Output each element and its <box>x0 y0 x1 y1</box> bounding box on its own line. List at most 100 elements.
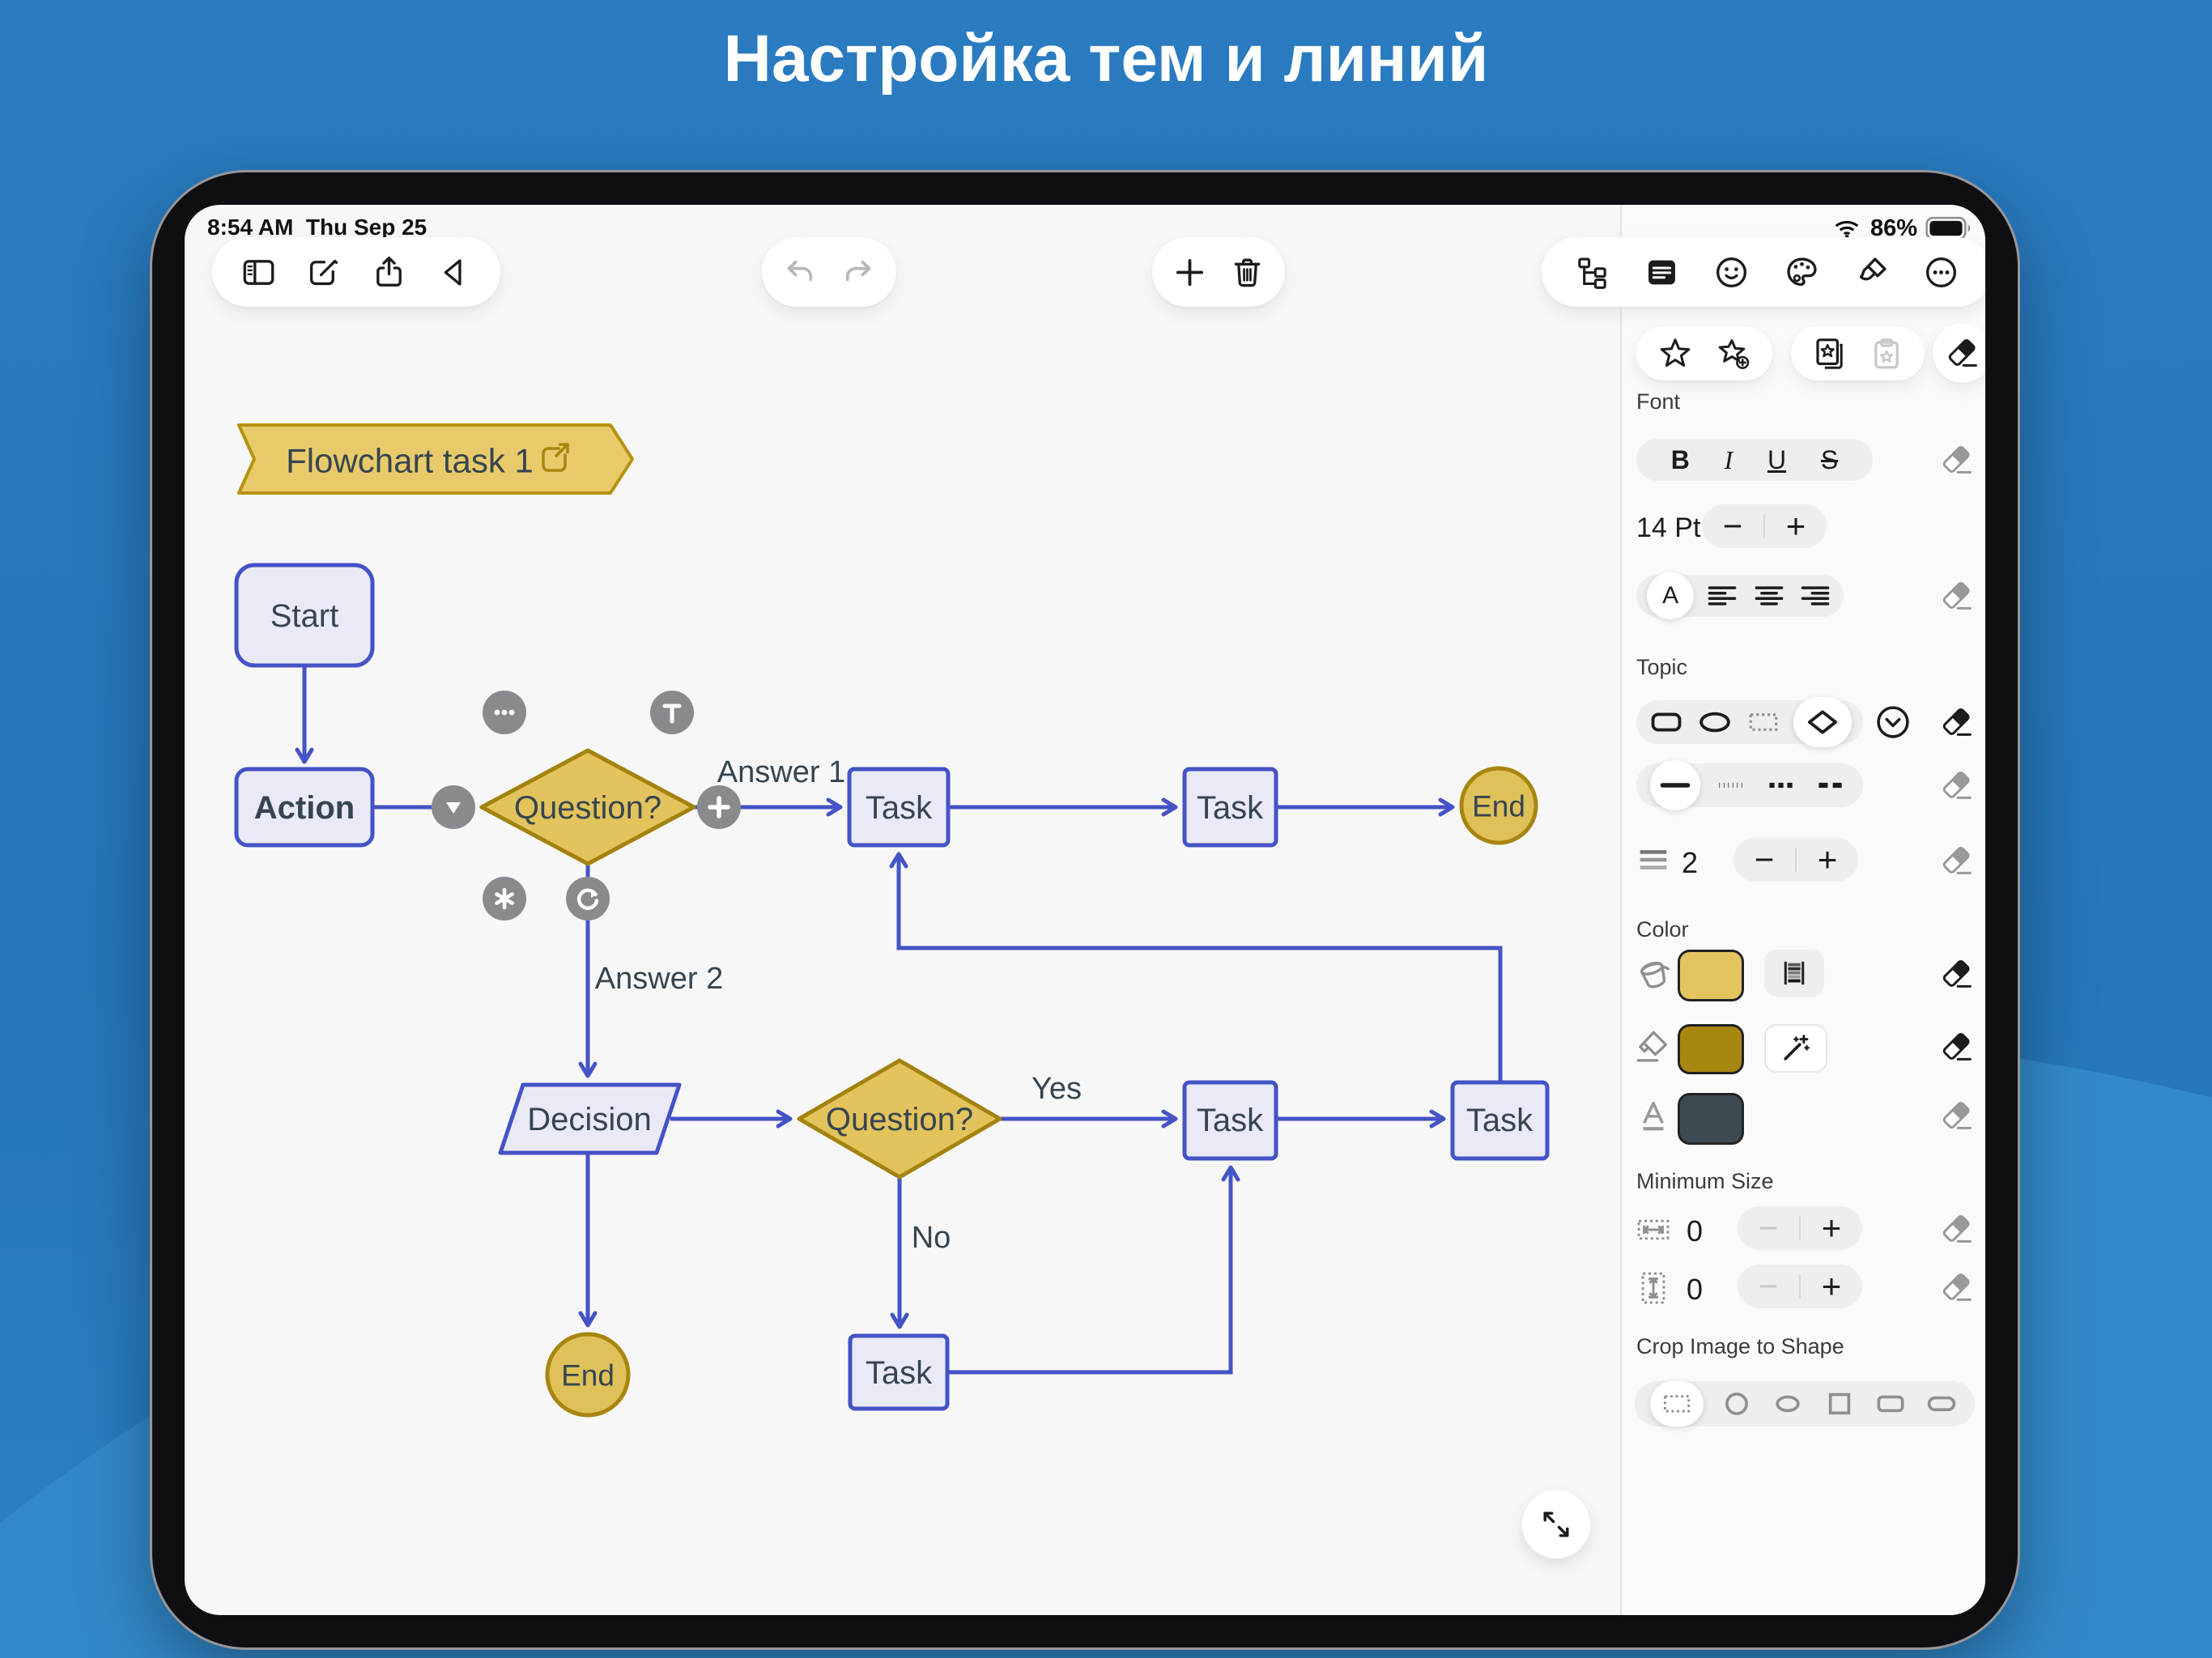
clear-line-width-button[interactable] <box>1938 841 1976 880</box>
fill-color-swatch[interactable] <box>1678 950 1744 1001</box>
clear-line-style-button[interactable] <box>1938 766 1976 805</box>
min-width-plus-button[interactable]: + <box>1821 1209 1842 1247</box>
nav-toolbar <box>212 237 500 307</box>
clear-align-button[interactable] <box>1938 576 1976 615</box>
node-decision[interactable] <box>498 1082 682 1155</box>
align-left-icon[interactable] <box>1704 578 1740 614</box>
align-right-icon[interactable] <box>1797 578 1833 614</box>
clear-style-button[interactable] <box>1933 323 1985 383</box>
node-task1-label: Task <box>866 790 933 826</box>
badge-rotate[interactable] <box>566 877 610 920</box>
eraser-icon <box>1943 334 1982 372</box>
shape-diamond-icon <box>1804 704 1841 741</box>
crop-section-label: Crop Image to Shape <box>1636 1334 1844 1358</box>
copy-paste-style-group <box>1791 326 1925 380</box>
badge-asterisk[interactable] <box>483 877 526 920</box>
node-question1-label: Question? <box>514 790 661 826</box>
line-width-icon <box>1635 841 1672 878</box>
fill-gradient-button[interactable] <box>1764 950 1824 997</box>
line-solid-icon <box>1657 767 1693 803</box>
node-task2-label: Task <box>1197 790 1264 826</box>
topic-section-label: Topic <box>1636 655 1688 679</box>
min-height-icon <box>1633 1268 1674 1308</box>
text-color-swatch[interactable] <box>1678 1093 1744 1145</box>
favorite-style-group <box>1636 326 1772 380</box>
node-start-label: Start <box>270 598 338 634</box>
badge-add[interactable] <box>697 785 741 829</box>
node-task3[interactable] <box>1182 1080 1278 1161</box>
node-quick-badges <box>432 691 741 920</box>
node-task1[interactable] <box>847 767 951 848</box>
line-longdash-icon[interactable] <box>1814 767 1849 803</box>
flowchart-canvas[interactable]: Flowchart task 1 Start Action Question? <box>185 205 1620 1615</box>
copy-style-icon[interactable] <box>1810 334 1848 373</box>
line-width-minus-button[interactable]: − <box>1754 840 1775 878</box>
strikethrough-button[interactable]: S <box>1820 444 1839 474</box>
badge-triangle[interactable] <box>432 785 475 829</box>
favorite-add-icon[interactable] <box>1714 334 1753 373</box>
min-height-minus-button[interactable]: − <box>1758 1267 1779 1305</box>
node-start[interactable] <box>234 563 375 668</box>
font-section-label: Font <box>1636 389 1681 414</box>
line-dotted-icon[interactable] <box>1714 767 1750 803</box>
history-toolbar <box>762 237 896 307</box>
line-width-value: 2 <box>1682 846 1699 879</box>
min-width-minus-button[interactable]: − <box>1758 1209 1779 1247</box>
view-toolbar <box>1542 237 1985 307</box>
shape-dashed-rect-icon[interactable] <box>1745 704 1782 741</box>
fill-bucket-icon <box>1631 951 1675 995</box>
color-section-label: Color <box>1636 917 1689 942</box>
node-task4-label: Task <box>1466 1103 1534 1138</box>
clear-text-color-button[interactable] <box>1938 1096 1976 1135</box>
clear-border-color-button[interactable] <box>1938 1027 1976 1066</box>
shape-ellipse-icon[interactable] <box>1696 704 1733 741</box>
clear-min-width-button[interactable] <box>1938 1209 1976 1248</box>
crop-dashed-rect-selected[interactable] <box>1650 1381 1704 1426</box>
flowchart-banner[interactable]: Flowchart task 1 <box>237 423 634 495</box>
font-color-button[interactable]: A <box>1647 572 1695 619</box>
border-color-swatch[interactable] <box>1678 1024 1744 1074</box>
node-task4[interactable] <box>1450 1080 1550 1161</box>
node-question2[interactable] <box>797 1058 1002 1180</box>
shape-rounded-rect-icon[interactable] <box>1648 704 1685 741</box>
crop-dashed-rect-icon <box>1659 1386 1695 1422</box>
app-screen: 8:54 AM Thu Sep 25 86% <box>185 205 1985 1615</box>
crop-stadium-icon[interactable] <box>1924 1386 1959 1422</box>
node-action[interactable] <box>234 767 375 848</box>
shape-diamond-selected[interactable] <box>1793 697 1852 747</box>
more-shapes-icon[interactable] <box>1873 702 1913 742</box>
crop-shape-segment <box>1635 1381 1975 1426</box>
line-solid-selected[interactable] <box>1650 760 1701 810</box>
font-size-minus-button[interactable]: − <box>1722 507 1743 545</box>
node-question1[interactable] <box>479 748 696 866</box>
auto-color-button[interactable] <box>1764 1024 1827 1073</box>
badge-more[interactable] <box>483 691 526 734</box>
font-size-plus-button[interactable]: + <box>1785 507 1806 545</box>
underline-button[interactable]: U <box>1767 444 1787 474</box>
node-end1[interactable] <box>1459 766 1538 845</box>
clear-font-style-button[interactable] <box>1938 440 1976 479</box>
line-width-stepper: − + <box>1733 838 1858 882</box>
clear-min-height-button[interactable] <box>1938 1268 1976 1307</box>
line-width-plus-button[interactable]: + <box>1817 840 1838 878</box>
expand-canvas-button[interactable] <box>1522 1490 1590 1558</box>
clear-shape-button[interactable] <box>1938 703 1976 742</box>
node-task5[interactable] <box>848 1333 950 1411</box>
align-center-icon[interactable] <box>1751 578 1787 614</box>
paste-style-icon[interactable] <box>1867 334 1906 373</box>
crop-circle-icon[interactable] <box>1719 1386 1755 1422</box>
node-action-label: Action <box>254 790 355 826</box>
badge-text[interactable] <box>650 691 694 734</box>
crop-rounded-rect-icon[interactable] <box>1873 1386 1908 1422</box>
crop-square-icon[interactable] <box>1822 1386 1857 1422</box>
bold-button[interactable]: B <box>1670 444 1690 474</box>
line-dashed-icon[interactable] <box>1764 767 1800 803</box>
italic-button[interactable]: I <box>1724 444 1733 474</box>
crop-ellipse-icon[interactable] <box>1770 1386 1806 1422</box>
node-task2[interactable] <box>1182 767 1278 848</box>
node-end2[interactable] <box>545 1332 631 1418</box>
min-height-plus-button[interactable]: + <box>1821 1267 1842 1305</box>
favorite-icon[interactable] <box>1656 334 1695 373</box>
clear-fill-color-button[interactable] <box>1938 954 1976 993</box>
